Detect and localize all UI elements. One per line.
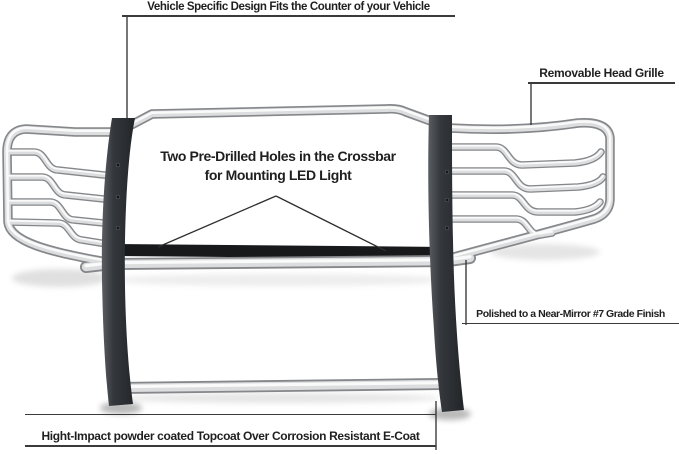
soft-shadows bbox=[12, 244, 600, 420]
callout-polished-finish: Polished to a Near-Mirror #7 Grade Finis… bbox=[462, 308, 679, 324]
callout-led-light-holes: Two Pre-Drilled Holes in the Crossbar fo… bbox=[130, 147, 426, 185]
callout-led-light-holes-line2: for Mounting LED Light bbox=[204, 167, 352, 183]
callout-led-light-holes-line1: Two Pre-Drilled Holes in the Crossbar bbox=[160, 148, 396, 164]
callout-powder-coat: Hight-Impact powder coated Topcoat Over … bbox=[25, 414, 436, 447]
powder-coated-uprights bbox=[101, 115, 464, 412]
callout-leader-lines bbox=[126, 15, 532, 450]
mounting-crossbar bbox=[110, 244, 448, 259]
callout-removable-head-grille: Removable Head Grille bbox=[528, 66, 675, 84]
callout-vehicle-specific-design: Vehicle Specific Design Fits the Counter… bbox=[122, 1, 455, 17]
callout-powder-coat-text: Hight-Impact powder coated Topcoat Over … bbox=[41, 429, 420, 443]
mounting-bolts bbox=[115, 162, 450, 231]
